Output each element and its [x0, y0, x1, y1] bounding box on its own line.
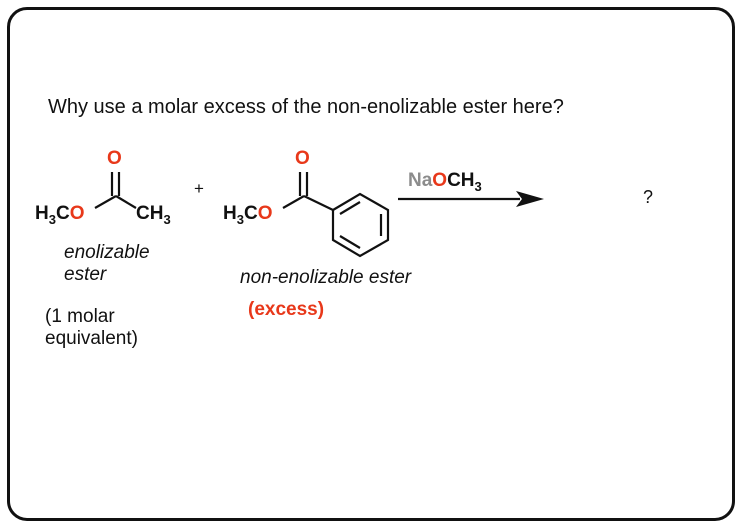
reagent-sodium: Na — [408, 170, 433, 191]
ring-double-3 — [339, 235, 361, 249]
question-text: Why use a molar excess of the non-enoliz… — [48, 96, 564, 118]
reagent-oxygen: O — [432, 170, 448, 191]
ester1-amount-line2: equivalent) — [45, 328, 138, 349]
ring-double-1 — [339, 201, 361, 215]
ester2-carbonyl-oxygen: O — [295, 148, 310, 169]
product-unknown: ? — [643, 187, 654, 207]
ester1-methoxy: H3CO — [35, 203, 85, 227]
ester1-bonds — [94, 172, 137, 209]
benzene-ring — [331, 192, 390, 258]
reagent-label: NaOCH3 — [408, 170, 482, 194]
ester2-label: non-enolizable ester — [240, 267, 412, 288]
bond-o-c — [94, 195, 117, 209]
bond-o-c2 — [282, 195, 305, 209]
excess-label: (excess) — [248, 299, 325, 320]
ester1-label-line2: ester — [64, 264, 107, 285]
slide-frame — [7, 7, 735, 521]
ester2-methoxy: H3CO — [223, 203, 273, 227]
ester1-amount-line1: (1 molar — [45, 306, 115, 327]
ester1-label-line1: enolizable — [64, 242, 150, 263]
bond-c-ring — [303, 195, 334, 211]
bond-c-ch3 — [115, 195, 137, 209]
plus-sign: + — [194, 179, 204, 198]
ester1-methyl: CH3 — [136, 203, 171, 227]
ester1-carbonyl-oxygen: O — [107, 148, 122, 169]
reagent-methyl: CH3 — [447, 170, 482, 194]
reaction-arrow — [398, 191, 544, 207]
ester2-bonds — [282, 172, 390, 258]
